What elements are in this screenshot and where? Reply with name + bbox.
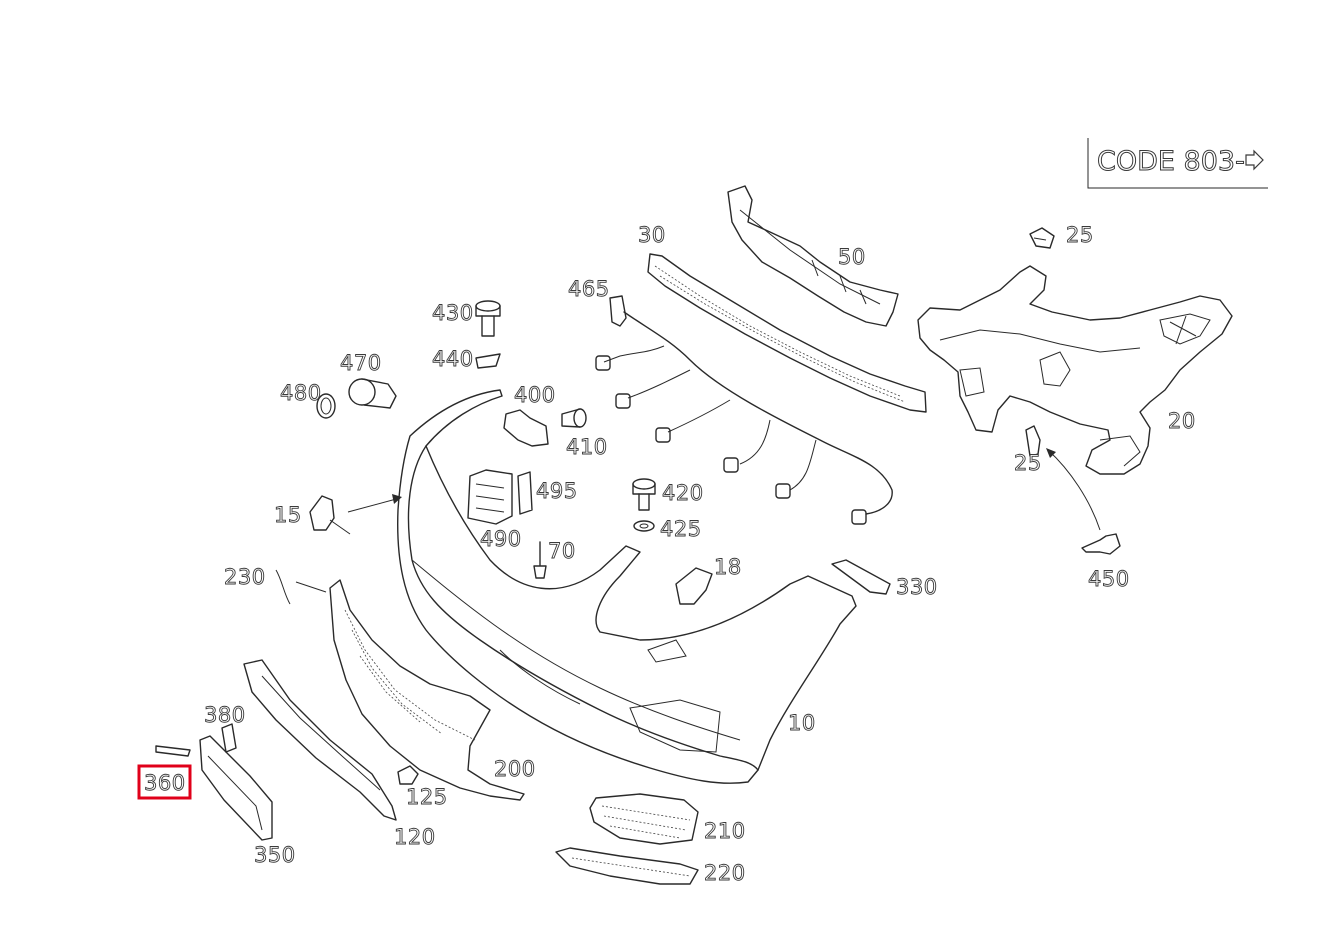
label-465[interactable]: 465 (568, 277, 610, 302)
hollow-arrow-right-icon (1245, 149, 1264, 171)
part-465-harness (595, 295, 893, 525)
label-220[interactable]: 220 (704, 861, 746, 886)
part-labels: 25 30 50 465 430 440 470 480 400 410 20 … (137, 223, 1196, 886)
connector-icon (851, 509, 867, 525)
connector-icon (775, 483, 791, 499)
label-30[interactable]: 30 (638, 223, 666, 248)
part-495-bracket (517, 471, 533, 515)
label-70[interactable]: 70 (548, 539, 576, 564)
part-70-pin (533, 541, 547, 579)
label-430[interactable]: 430 (432, 301, 474, 326)
part-410-screw (561, 408, 587, 428)
part-200-grille (329, 579, 525, 801)
part-400-holder (503, 409, 549, 447)
label-420[interactable]: 420 (662, 481, 704, 506)
part-30-absorber (647, 253, 927, 413)
label-425[interactable]: 425 (660, 517, 702, 542)
label-350[interactable]: 350 (254, 843, 296, 868)
label-495[interactable]: 495 (536, 479, 578, 504)
label-200[interactable]: 200 (494, 757, 536, 782)
part-120-strip (243, 659, 397, 821)
part-430-bolt (475, 300, 501, 337)
label-18[interactable]: 18 (714, 555, 742, 580)
part-50-bracket (727, 185, 899, 327)
part-25-clip-top (1029, 227, 1055, 249)
part-25-clip-lower (1025, 425, 1041, 457)
label-380[interactable]: 380 (204, 703, 246, 728)
label-210[interactable]: 210 (704, 819, 746, 844)
part-420-bolt (632, 478, 656, 511)
part-18-cap (675, 567, 713, 605)
label-360[interactable]: 360 (144, 771, 186, 796)
part-440-clip (475, 353, 501, 369)
part-10-bumper-cover (397, 389, 857, 784)
highlight-box-360 (137, 764, 192, 800)
label-25-lower[interactable]: 25 (1014, 451, 1042, 476)
part-360-screw (155, 745, 191, 757)
part-450-bolt (1046, 448, 1121, 555)
connector-icon (655, 427, 671, 443)
part-380-clip (221, 723, 237, 753)
part-125-clip (397, 765, 419, 785)
label-480[interactable]: 480 (280, 381, 322, 406)
label-125[interactable]: 125 (406, 785, 448, 810)
part-425-washer (633, 520, 655, 532)
part-15-cap (309, 494, 402, 535)
label-15[interactable]: 15 (274, 503, 302, 528)
part-330-strip (831, 559, 891, 595)
connector-icon (595, 355, 611, 371)
label-230[interactable]: 230 (224, 565, 266, 590)
part-20-carrier (917, 265, 1233, 475)
connector-icon (723, 457, 739, 473)
connector-icon (615, 393, 631, 409)
code-box: CODE 803- (1087, 138, 1268, 189)
label-410[interactable]: 410 (566, 435, 608, 460)
label-330[interactable]: 330 (896, 575, 938, 600)
part-210-fog-grille (589, 793, 699, 845)
label-25-top[interactable]: 25 (1066, 223, 1094, 248)
part-350-plate-holder (199, 735, 273, 841)
label-490[interactable]: 490 (480, 527, 522, 552)
label-400[interactable]: 400 (514, 383, 556, 408)
code-label: CODE 803- (1097, 146, 1245, 177)
part-480-ring (316, 393, 336, 419)
label-50[interactable]: 50 (838, 245, 866, 270)
part-230-cable (275, 569, 327, 605)
part-490-module (467, 469, 513, 525)
label-450[interactable]: 450 (1088, 567, 1130, 592)
label-120[interactable]: 120 (394, 825, 436, 850)
label-20[interactable]: 20 (1168, 409, 1196, 434)
label-10[interactable]: 10 (788, 711, 816, 736)
label-470[interactable]: 470 (340, 351, 382, 376)
label-440[interactable]: 440 (432, 347, 474, 372)
part-470-sensor (348, 378, 397, 409)
part-220-trim-strip (555, 847, 699, 885)
